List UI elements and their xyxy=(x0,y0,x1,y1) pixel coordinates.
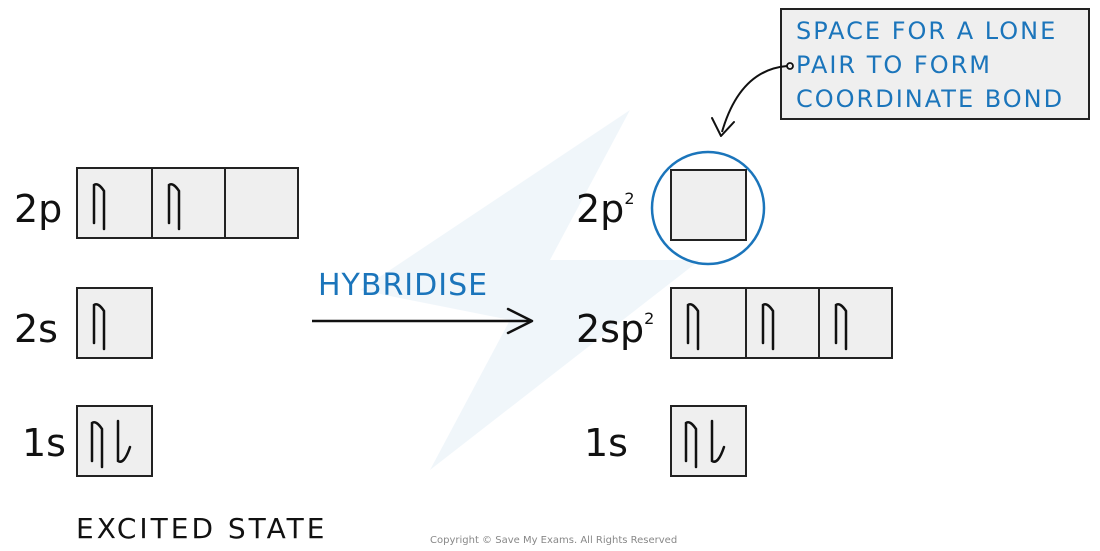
orbital-box xyxy=(151,169,224,237)
label-2s-left: 2s xyxy=(14,307,58,351)
spin-up-arrow-icon xyxy=(686,303,700,351)
orbital-box xyxy=(745,289,818,357)
callout-line-3: COORDINATE BOND xyxy=(796,85,1065,113)
orbital-row-1s-right xyxy=(670,405,747,477)
orbital-row-2s-left xyxy=(76,287,153,359)
orbital-box-empty xyxy=(224,169,297,237)
orbital-row-2sp2-right xyxy=(670,287,893,359)
label-2sp2-right: 2sp2 xyxy=(576,307,655,351)
label-2p-left: 2p xyxy=(14,187,63,231)
orbital-row-1s-left xyxy=(76,405,153,477)
spin-up-arrow-icon xyxy=(92,183,106,231)
excited-state-caption: EXCITED STATE xyxy=(76,512,328,545)
orbital-box xyxy=(78,169,151,237)
orbital-row-2p-left xyxy=(76,167,299,239)
label-1s-right: 1s xyxy=(584,421,628,465)
highlight-circle-icon xyxy=(650,150,766,266)
orbital-box xyxy=(818,289,891,357)
callout-pointer-arrow-icon xyxy=(711,62,794,137)
lone-pair-callout: SPACE FOR A LONE PAIR TO FORM COORDINATE… xyxy=(780,8,1090,120)
spin-up-arrow-icon xyxy=(834,303,848,351)
copyright-notice: Copyright © Save My Exams. All Rights Re… xyxy=(430,535,678,546)
orbital-box-paired xyxy=(78,407,151,475)
callout-line-1: SPACE FOR A LONE xyxy=(796,17,1058,45)
orbital-box xyxy=(672,289,745,357)
spin-up-arrow-icon xyxy=(167,183,181,231)
right-arrow-icon xyxy=(312,307,534,335)
label-2p2-right: 2p2 xyxy=(576,187,635,231)
label-1s-left: 1s xyxy=(22,421,66,465)
orbital-box-paired xyxy=(672,407,745,475)
orbital-row-2p-right xyxy=(670,169,747,241)
spin-up-arrow-icon xyxy=(92,303,106,351)
spin-pair-arrows-icon xyxy=(90,419,132,469)
spin-pair-arrows-icon xyxy=(684,419,726,469)
callout-line-2: PAIR TO FORM xyxy=(796,51,992,79)
orbital-box xyxy=(78,289,151,357)
orbital-box-empty xyxy=(672,171,745,239)
hybridise-label: HYBRIDISE xyxy=(318,268,489,303)
spin-up-arrow-icon xyxy=(761,303,775,351)
